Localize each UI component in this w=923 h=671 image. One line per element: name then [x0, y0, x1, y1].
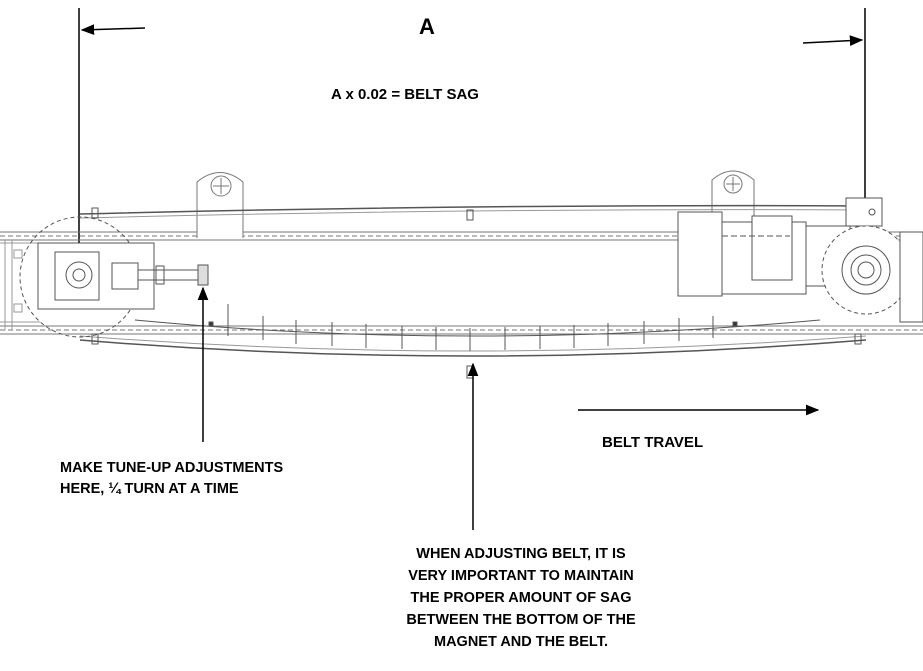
pointer-arrows	[197, 286, 820, 530]
belt-bottom-run	[79, 339, 867, 357]
left-hanger-bracket	[196, 172, 244, 238]
belt-travel-label: BELT TRAVEL	[602, 434, 704, 451]
tune-up-note: MAKE TUNE-UP ADJUSTMENTS HERE, ¼ TURN AT…	[60, 460, 284, 497]
right-dimension-arrow	[802, 35, 864, 47]
drive-assembly	[677, 197, 923, 323]
tail-pulley-assembly	[19, 216, 209, 338]
drive-motor	[677, 211, 723, 297]
belt-sag-formula: A x 0.02 = BELT SAG	[331, 86, 479, 103]
hanger-brackets	[196, 170, 755, 238]
take-up-adjuster	[197, 264, 209, 286]
head-pulley	[821, 225, 911, 315]
belt-top-run	[79, 204, 867, 215]
magnet-body	[91, 207, 862, 379]
sag-note: WHEN ADJUSTING BELT, IT IS VERY IMPORTAN…	[406, 546, 636, 650]
dimension-letter: A	[419, 14, 435, 39]
conveyor-belt	[79, 204, 867, 357]
left-dimension-arrow	[80, 24, 146, 36]
